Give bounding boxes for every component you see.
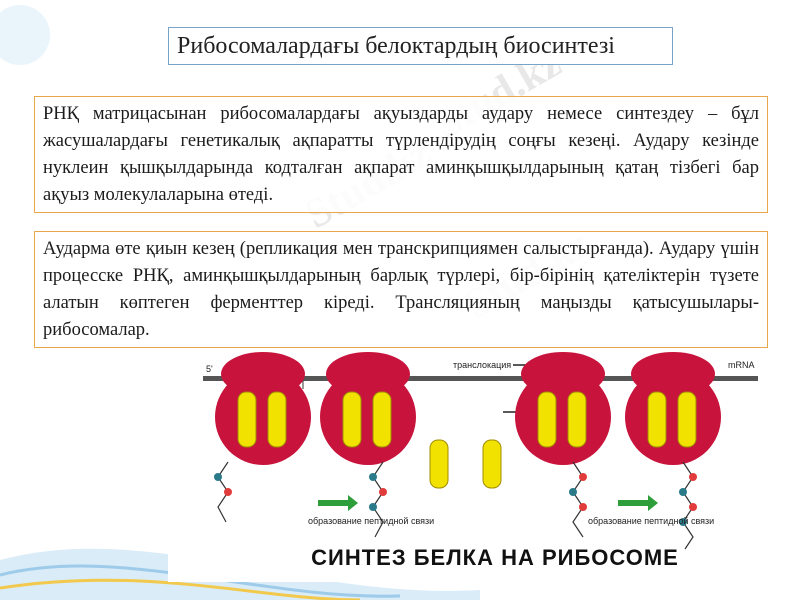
ribosome-1 [215, 352, 311, 465]
label-peptide-bond-1: образование пептидной связи [308, 516, 434, 526]
ribosome-2 [320, 352, 416, 465]
amino-acid-dots [214, 473, 697, 526]
label-5prime: 5' [206, 364, 213, 374]
label-translocation: транслокация [453, 360, 511, 370]
ribosome-3 [515, 352, 611, 465]
arrow-green-1 [318, 495, 358, 511]
mrna-strand [203, 376, 758, 381]
ribosome-4 [625, 352, 721, 465]
slide-title: Рибосомалардағы белоктардың биосинтезі [168, 27, 673, 65]
paragraph-2: Аударма өте қиын кезең (репликация мен т… [34, 231, 768, 348]
figure-caption: СИНТЕЗ БЕЛКА НА РИБОСОМЕ [311, 545, 679, 570]
paragraph-1: РНҚ матрицасынан рибосомалардағы ақуызда… [34, 96, 768, 213]
arrow-green-2 [618, 495, 658, 511]
ribosome-diagram: 5' транслокация mRNA [168, 352, 768, 582]
label-peptide-bond-2: образование пептидной связи [588, 516, 714, 526]
trna-free [429, 411, 528, 489]
label-mrna: mRNA [728, 360, 755, 370]
